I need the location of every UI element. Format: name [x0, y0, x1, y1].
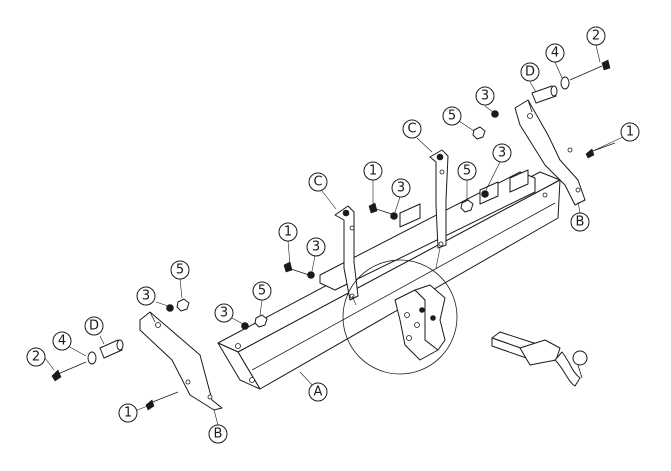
svg-text:3: 3 — [312, 240, 320, 255]
callout-3-centre: 3 — [391, 178, 411, 198]
svg-text:D: D — [89, 319, 99, 334]
callout-4-left: 4 — [52, 331, 72, 351]
callout-3-left-centre: 3 — [214, 303, 234, 323]
svg-text:D: D — [525, 65, 535, 80]
left-c-bracket — [334, 205, 359, 301]
svg-text:2: 2 — [592, 29, 600, 44]
callout-4-right: 4 — [545, 43, 565, 63]
callout-3-centre-right: 3 — [492, 143, 512, 163]
svg-text:5: 5 — [448, 109, 456, 124]
bolts-part-2 — [51, 59, 611, 382]
nuts-part-5 — [176, 126, 486, 328]
svg-text:B: B — [214, 427, 223, 442]
svg-text:C: C — [313, 175, 322, 190]
svg-text:1: 1 — [369, 164, 377, 179]
callout-1-right: 1 — [620, 122, 640, 142]
callout-5-left-centre: 5 — [252, 281, 272, 301]
right-bracket-b — [514, 99, 586, 206]
svg-text:5: 5 — [176, 263, 184, 278]
svg-text:1: 1 — [284, 225, 292, 240]
callout-d-right: D — [520, 62, 540, 82]
callout-5-centre-right: 5 — [457, 161, 477, 181]
callout-c-right: C — [402, 119, 422, 139]
spacers-part-d — [99, 85, 558, 359]
callout-b-right: B — [570, 212, 590, 232]
callout-5-left: 5 — [170, 260, 190, 280]
svg-text:C: C — [407, 122, 416, 137]
tow-ball — [491, 331, 588, 387]
callout-b-left: B — [208, 424, 228, 444]
callout-c-left: C — [308, 172, 328, 192]
callout-a: A — [308, 382, 328, 402]
left-bracket-b — [139, 311, 223, 411]
svg-text:1: 1 — [626, 125, 634, 140]
callout-1-left-bottom: 1 — [118, 403, 138, 423]
svg-text:1: 1 — [124, 406, 132, 421]
svg-text:3: 3 — [397, 181, 405, 196]
detail-magnifier — [342, 247, 458, 375]
callout-1-centre: 1 — [363, 161, 383, 181]
svg-text:A: A — [314, 385, 323, 400]
callout-2-left: 2 — [26, 347, 46, 367]
svg-text:3: 3 — [498, 146, 506, 161]
callout-1-centre-left: 1 — [278, 222, 298, 242]
svg-text:4: 4 — [551, 46, 559, 61]
svg-text:5: 5 — [258, 284, 266, 299]
callout-d-left: D — [84, 316, 104, 336]
svg-text:4: 4 — [58, 334, 66, 349]
washers-part-3 — [166, 110, 499, 330]
svg-text:3: 3 — [220, 306, 228, 321]
callout-2-right: 2 — [586, 26, 606, 46]
bolts-part-1 — [145, 142, 616, 411]
washers-part-4 — [87, 76, 570, 365]
svg-text:B: B — [576, 215, 585, 230]
svg-text:3: 3 — [142, 289, 150, 304]
callout-3-centre-left: 3 — [306, 237, 326, 257]
beam-tabs — [399, 169, 529, 228]
callout-3-left: 3 — [136, 286, 156, 306]
svg-text:5: 5 — [463, 164, 471, 179]
svg-text:2: 2 — [32, 350, 40, 365]
callout-3-right: 3 — [475, 86, 495, 106]
callout-5-right: 5 — [442, 106, 462, 126]
svg-text:3: 3 — [481, 89, 489, 104]
right-c-bracket — [429, 149, 449, 249]
leader-lines — [44, 44, 626, 426]
